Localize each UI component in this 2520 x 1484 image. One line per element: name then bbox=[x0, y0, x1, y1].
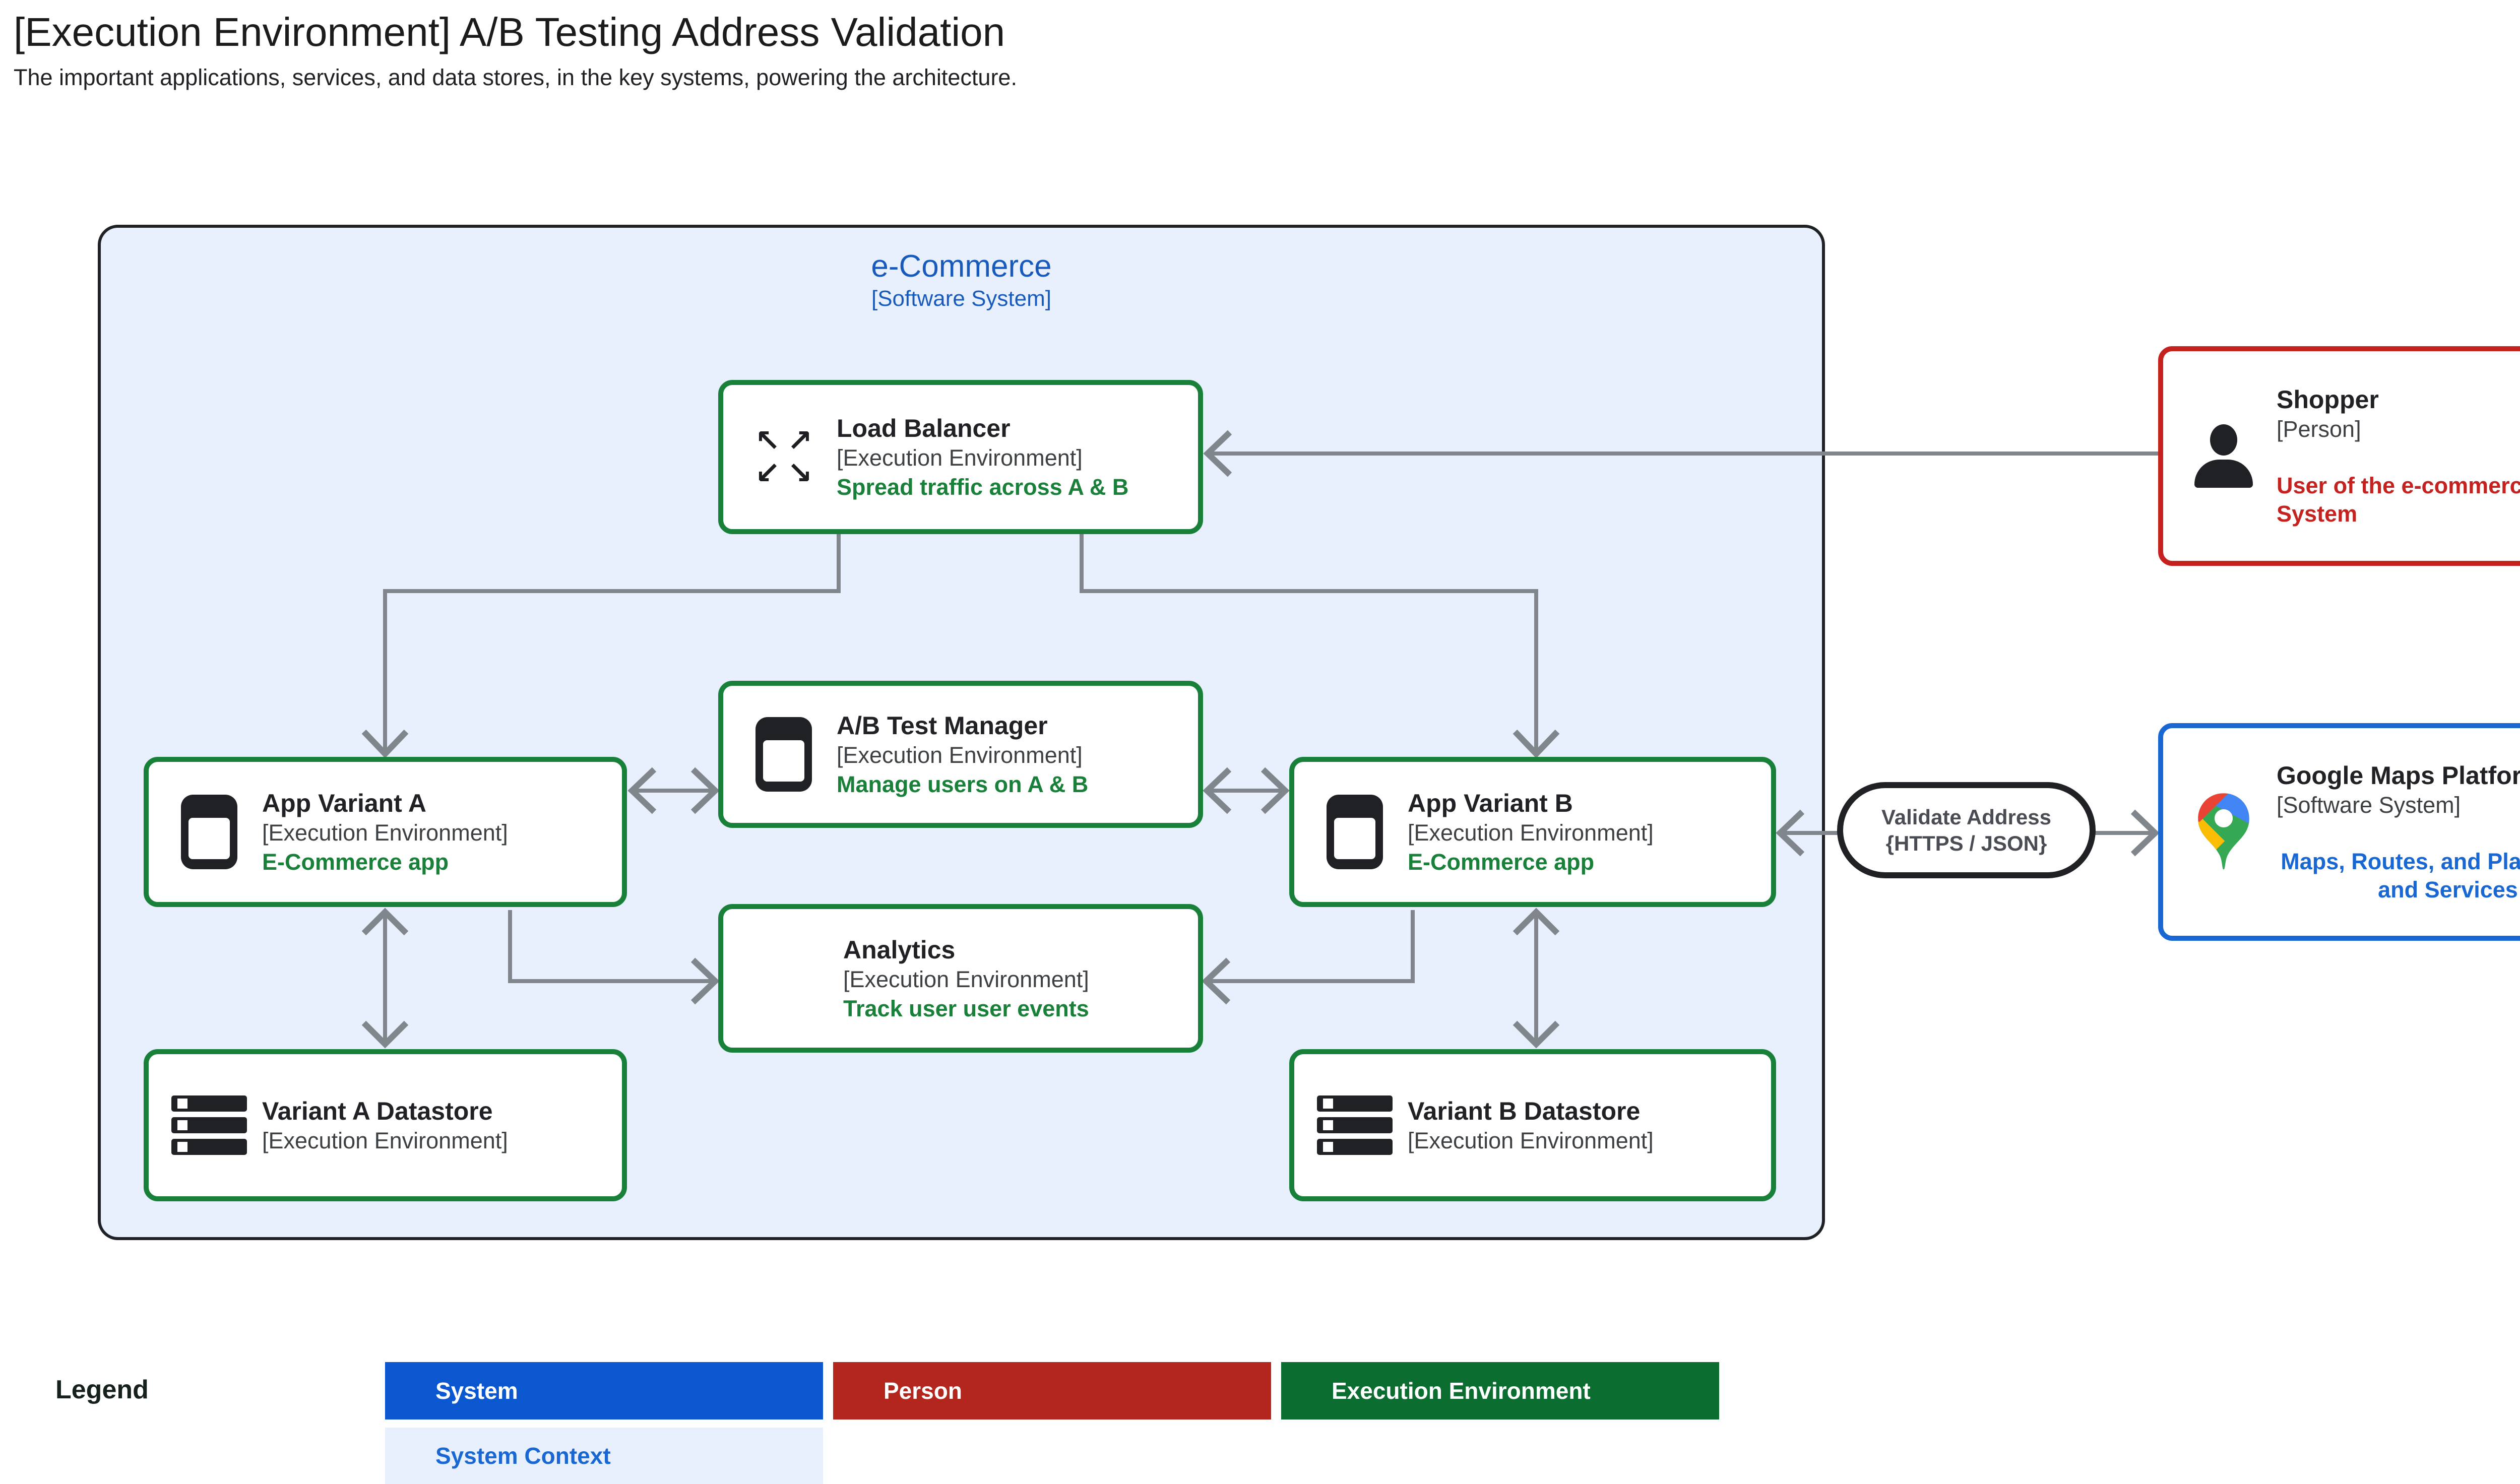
legend-item-system: System bbox=[385, 1362, 823, 1420]
legend-item-label: Person bbox=[884, 1378, 962, 1404]
node-load-balancer: ↖↗↙↘ Load Balancer [Execution Environmen… bbox=[718, 380, 1203, 534]
legend-item-person: Person bbox=[833, 1362, 1271, 1420]
node-type: [Execution Environment] bbox=[262, 1128, 508, 1153]
node-description: Maps, Routes, and Places APIs and Servic… bbox=[2281, 849, 2520, 902]
page-subtitle: The important applications, services, an… bbox=[14, 64, 1017, 90]
person-icon bbox=[2193, 424, 2254, 488]
node-name: Load Balancer bbox=[837, 414, 1011, 442]
node-type: [Execution Environment] bbox=[1408, 820, 1654, 846]
node-description: E-Commerce app bbox=[1408, 849, 1595, 875]
datastore-icon bbox=[171, 1095, 247, 1155]
node-description: Spread traffic across A & B bbox=[837, 474, 1129, 500]
page-title: [Execution Environment] A/B Testing Addr… bbox=[14, 10, 1005, 54]
node-name: Variant A Datastore bbox=[262, 1097, 493, 1125]
google-maps-pin-icon bbox=[2198, 793, 2249, 870]
app-window-icon bbox=[1327, 795, 1383, 869]
node-variant-a-datastore: Variant A Datastore [Execution Environme… bbox=[144, 1049, 627, 1201]
node-google-maps-platform: Google Maps Platform [Software System] M… bbox=[2158, 723, 2520, 941]
node-type: [Execution Environment] bbox=[837, 445, 1083, 471]
node-analytics: Analytics [Execution Environment] Track … bbox=[718, 904, 1203, 1053]
legend-item-system-context: System Context bbox=[385, 1428, 823, 1484]
node-type: [Execution Environment] bbox=[262, 820, 508, 846]
node-name: Shopper bbox=[2277, 385, 2379, 414]
system-boundary-type: [Software System] bbox=[871, 286, 1051, 311]
node-name: App Variant B bbox=[1408, 789, 1573, 817]
node-shopper: Shopper [Person] User of the e-commerce … bbox=[2158, 346, 2520, 566]
node-type: [Software System] bbox=[2277, 792, 2461, 818]
system-boundary-label: e-Commerce [Software System] bbox=[98, 248, 1825, 312]
node-name: App Variant A bbox=[262, 789, 426, 817]
node-name: Google Maps Platform bbox=[2277, 761, 2520, 790]
node-description: Track user user events bbox=[843, 995, 1089, 1021]
relationship-validate-address: Validate Address {HTTPS / JSON} bbox=[1837, 782, 2096, 878]
node-type: [Execution Environment] bbox=[843, 966, 1089, 992]
node-ab-test-manager: A/B Test Manager [Execution Environment]… bbox=[718, 681, 1203, 828]
node-app-variant-b: App Variant B [Execution Environment] E-… bbox=[1289, 757, 1776, 907]
node-type: [Person] bbox=[2277, 416, 2361, 442]
legend-heading: Legend bbox=[55, 1375, 149, 1404]
datastore-icon bbox=[1317, 1095, 1393, 1155]
node-description: User of the e-commerce System bbox=[2277, 473, 2520, 527]
app-window-icon bbox=[755, 717, 812, 792]
node-description: E-Commerce app bbox=[262, 849, 449, 875]
node-name: A/B Test Manager bbox=[837, 712, 1048, 740]
node-type: [Execution Environment] bbox=[837, 742, 1083, 768]
system-boundary-name: e-Commerce bbox=[871, 249, 1052, 284]
relationship-protocol: {HTTPS / JSON} bbox=[1885, 831, 2047, 855]
node-app-variant-a: App Variant A [Execution Environment] E-… bbox=[144, 757, 627, 907]
app-window-icon bbox=[181, 795, 237, 869]
node-name: Analytics bbox=[843, 935, 956, 964]
spread-arrows-icon: ↖↗↙↘ bbox=[754, 423, 813, 491]
relationship-label: Validate Address bbox=[1881, 805, 2051, 829]
legend-item-label: System bbox=[435, 1378, 518, 1404]
legend-item-execution-environment: Execution Environment bbox=[1281, 1362, 1719, 1420]
node-variant-b-datastore: Variant B Datastore [Execution Environme… bbox=[1289, 1049, 1776, 1201]
legend-item-label: Execution Environment bbox=[1332, 1378, 1591, 1404]
node-name: Variant B Datastore bbox=[1408, 1097, 1641, 1125]
node-type: [Execution Environment] bbox=[1408, 1128, 1654, 1153]
node-description: Manage users on A & B bbox=[837, 771, 1089, 797]
legend-item-label: System Context bbox=[435, 1443, 611, 1469]
